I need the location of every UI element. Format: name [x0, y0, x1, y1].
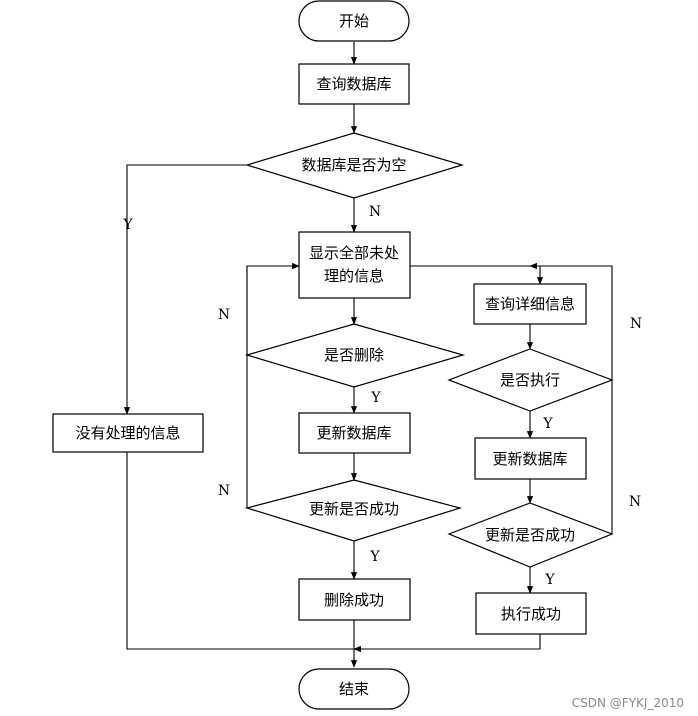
edge-execute-ok-end	[353, 634, 541, 653]
node-update-ok-2: 更新是否成功	[447, 502, 614, 568]
edge-label-update2-yes: Y	[544, 572, 555, 588]
node-query-db-label: 查询数据库	[316, 75, 391, 93]
edges	[123, 42, 613, 668]
node-query-detail: 查询详细信息	[473, 283, 587, 325]
edge-show-detail	[410, 265, 544, 285]
node-end-label: 结束	[339, 680, 369, 698]
node-update-ok-1-label: 更新是否成功	[309, 500, 399, 518]
edge-label-empty-yes: Y	[122, 217, 133, 233]
watermark: CSDN @FYKJ_2010	[571, 696, 684, 710]
edge-empty-yes	[123, 164, 247, 415]
node-db-empty-label: 数据库是否为空	[301, 156, 406, 174]
node-delete-ok: 删除成功	[298, 578, 411, 621]
edge-label-update2-no: N	[629, 494, 641, 510]
node-no-info-label: 没有处理的信息	[75, 424, 180, 442]
node-start-label: 开始	[339, 12, 369, 30]
node-start: 开始	[298, 0, 410, 42]
node-update-db-1: 更新数据库	[298, 412, 411, 454]
edge-label-execute-yes: Y	[542, 416, 553, 432]
node-update-ok-2-label: 更新是否成功	[485, 526, 575, 544]
node-update-db-2-label: 更新数据库	[492, 450, 567, 468]
node-delete-ok-label: 删除成功	[324, 591, 384, 609]
node-execute-ok-label: 执行成功	[501, 605, 561, 623]
edge-label-execute-no: N	[630, 316, 642, 332]
node-query-detail-label: 查询详细信息	[485, 295, 575, 313]
node-show-label-line2: 理的信息	[324, 267, 384, 285]
edge-noinfo-end	[126, 452, 354, 650]
node-no-info: 没有处理的信息	[52, 413, 204, 453]
edge-labels: Y N N Y N Y N Y N Y	[122, 204, 642, 588]
node-show-unprocessed: 显示全部未处 理的信息	[298, 231, 411, 299]
node-is-delete-label: 是否删除	[324, 346, 384, 364]
edge-execute-no	[529, 262, 613, 380]
node-execute-ok: 执行成功	[475, 592, 587, 635]
node-update-db-1-label: 更新数据库	[316, 424, 391, 442]
node-end: 结束	[298, 668, 410, 710]
edge-label-delete-yes: Y	[370, 390, 381, 406]
node-is-delete: 是否删除	[244, 323, 466, 388]
node-is-execute-label: 是否执行	[500, 371, 560, 389]
edge-label-update1-yes: Y	[369, 549, 380, 565]
edge-label-update1-no: N	[218, 483, 230, 499]
node-is-execute: 是否执行	[447, 348, 614, 412]
node-query-db: 查询数据库	[298, 63, 410, 105]
node-show-label-line1: 显示全部未处	[309, 244, 399, 262]
node-update-ok-1: 更新是否成功	[244, 479, 463, 542]
node-db-empty: 数据库是否为空	[244, 132, 465, 199]
edge-label-delete-no: N	[218, 307, 230, 323]
edge-update1-no	[246, 265, 299, 508]
edge-label-empty-no: N	[369, 204, 381, 220]
node-update-db-2: 更新数据库	[474, 437, 587, 480]
